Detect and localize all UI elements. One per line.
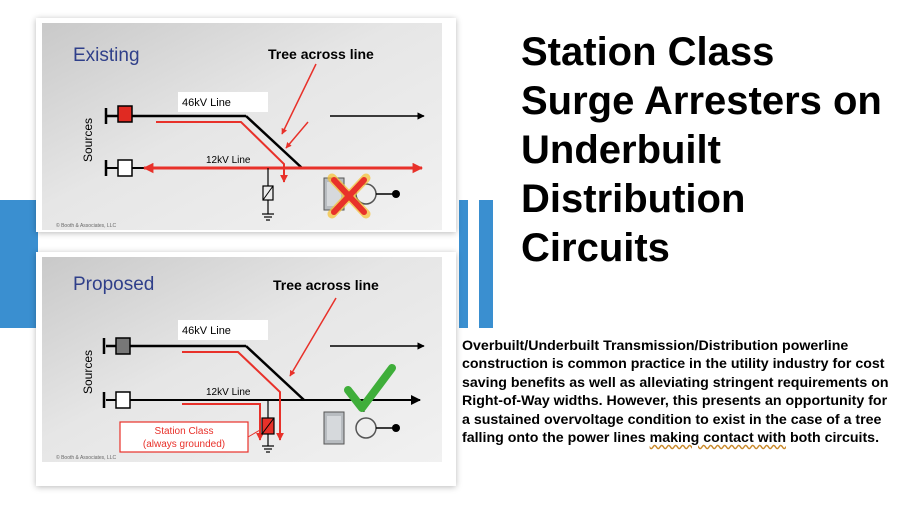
- accent-bar-right-1: [459, 200, 468, 328]
- load-terminal: [392, 190, 400, 198]
- accent-bar-right-2: [479, 200, 493, 328]
- check-mark-icon: [344, 364, 396, 412]
- callout-line-1: Station Class: [155, 426, 214, 437]
- panel-label-existing: Existing: [73, 45, 140, 66]
- line-46kv-label-box: [178, 92, 268, 112]
- tree-across-line-label: Tree across line: [268, 46, 374, 62]
- accent-bar-left: [0, 200, 38, 328]
- tree-pointer-arrow: [285, 121, 309, 149]
- existing-diagram: Existing Tree across line Sources 46kV L…: [42, 23, 442, 230]
- callout-leader: [247, 429, 261, 438]
- source-breaker-46kv-icon: [117, 105, 133, 123]
- sources-label: Sources: [81, 350, 95, 394]
- tree-label-arrow: [281, 63, 317, 135]
- fault-path-arrow-12kv: [182, 403, 264, 441]
- slide-title: Station Class Surge Arresters on Underbu…: [521, 30, 882, 270]
- copyright-text: © Booth & Associates, LLC: [56, 222, 116, 229]
- proposed-diagram-panel: Proposed Tree across line Sources 46kV L…: [36, 252, 456, 486]
- arrester-slash: [262, 185, 274, 201]
- source-breaker-12kv-icon: [117, 159, 133, 177]
- callout-line-2: (always grounded): [143, 439, 225, 450]
- meter-icon: [355, 417, 377, 439]
- fault-path-arrow: [156, 121, 288, 183]
- panel-label-proposed: Proposed: [73, 274, 154, 295]
- station-class-callout: [119, 421, 249, 453]
- fault-path-arrow: [182, 351, 284, 441]
- slide-body-text: Overbuilt/Underbuilt Transmission/Distri…: [462, 337, 896, 447]
- source-breaker-46kv-icon: [115, 337, 131, 355]
- arrester-slash: [261, 417, 275, 435]
- body-text-underlined: making contact with: [649, 430, 786, 447]
- sources-label: Sources: [81, 118, 95, 162]
- copyright-text: © Booth & Associates, LLC: [56, 454, 116, 461]
- tree-across-line-label: Tree across line: [273, 277, 379, 293]
- line-46kv-label: 46kV Line: [182, 325, 231, 337]
- body-text-end: both circuits.: [789, 430, 880, 447]
- line-12kv-label: 12kV Line: [206, 387, 251, 398]
- proposed-diagram: Proposed Tree across line Sources 46kV L…: [42, 257, 442, 462]
- existing-diagram-panel: Existing Tree across line Sources 46kV L…: [36, 18, 456, 232]
- line-12kv-label: 12kV Line: [206, 155, 251, 166]
- tree-label-arrow: [289, 297, 337, 377]
- service-panel-face: [327, 416, 341, 440]
- load-terminal: [392, 424, 400, 432]
- line-46kv-label: 46kV Line: [182, 97, 231, 109]
- x-mark-icon: [327, 173, 371, 219]
- line-46kv-sag: [245, 115, 303, 169]
- source-breaker-12kv-icon: [115, 391, 131, 409]
- line-46kv-label-box: [178, 320, 268, 340]
- line-46kv-sag: [245, 345, 305, 401]
- body-text-main: Overbuilt/Underbuilt Transmission/Distri…: [462, 338, 889, 447]
